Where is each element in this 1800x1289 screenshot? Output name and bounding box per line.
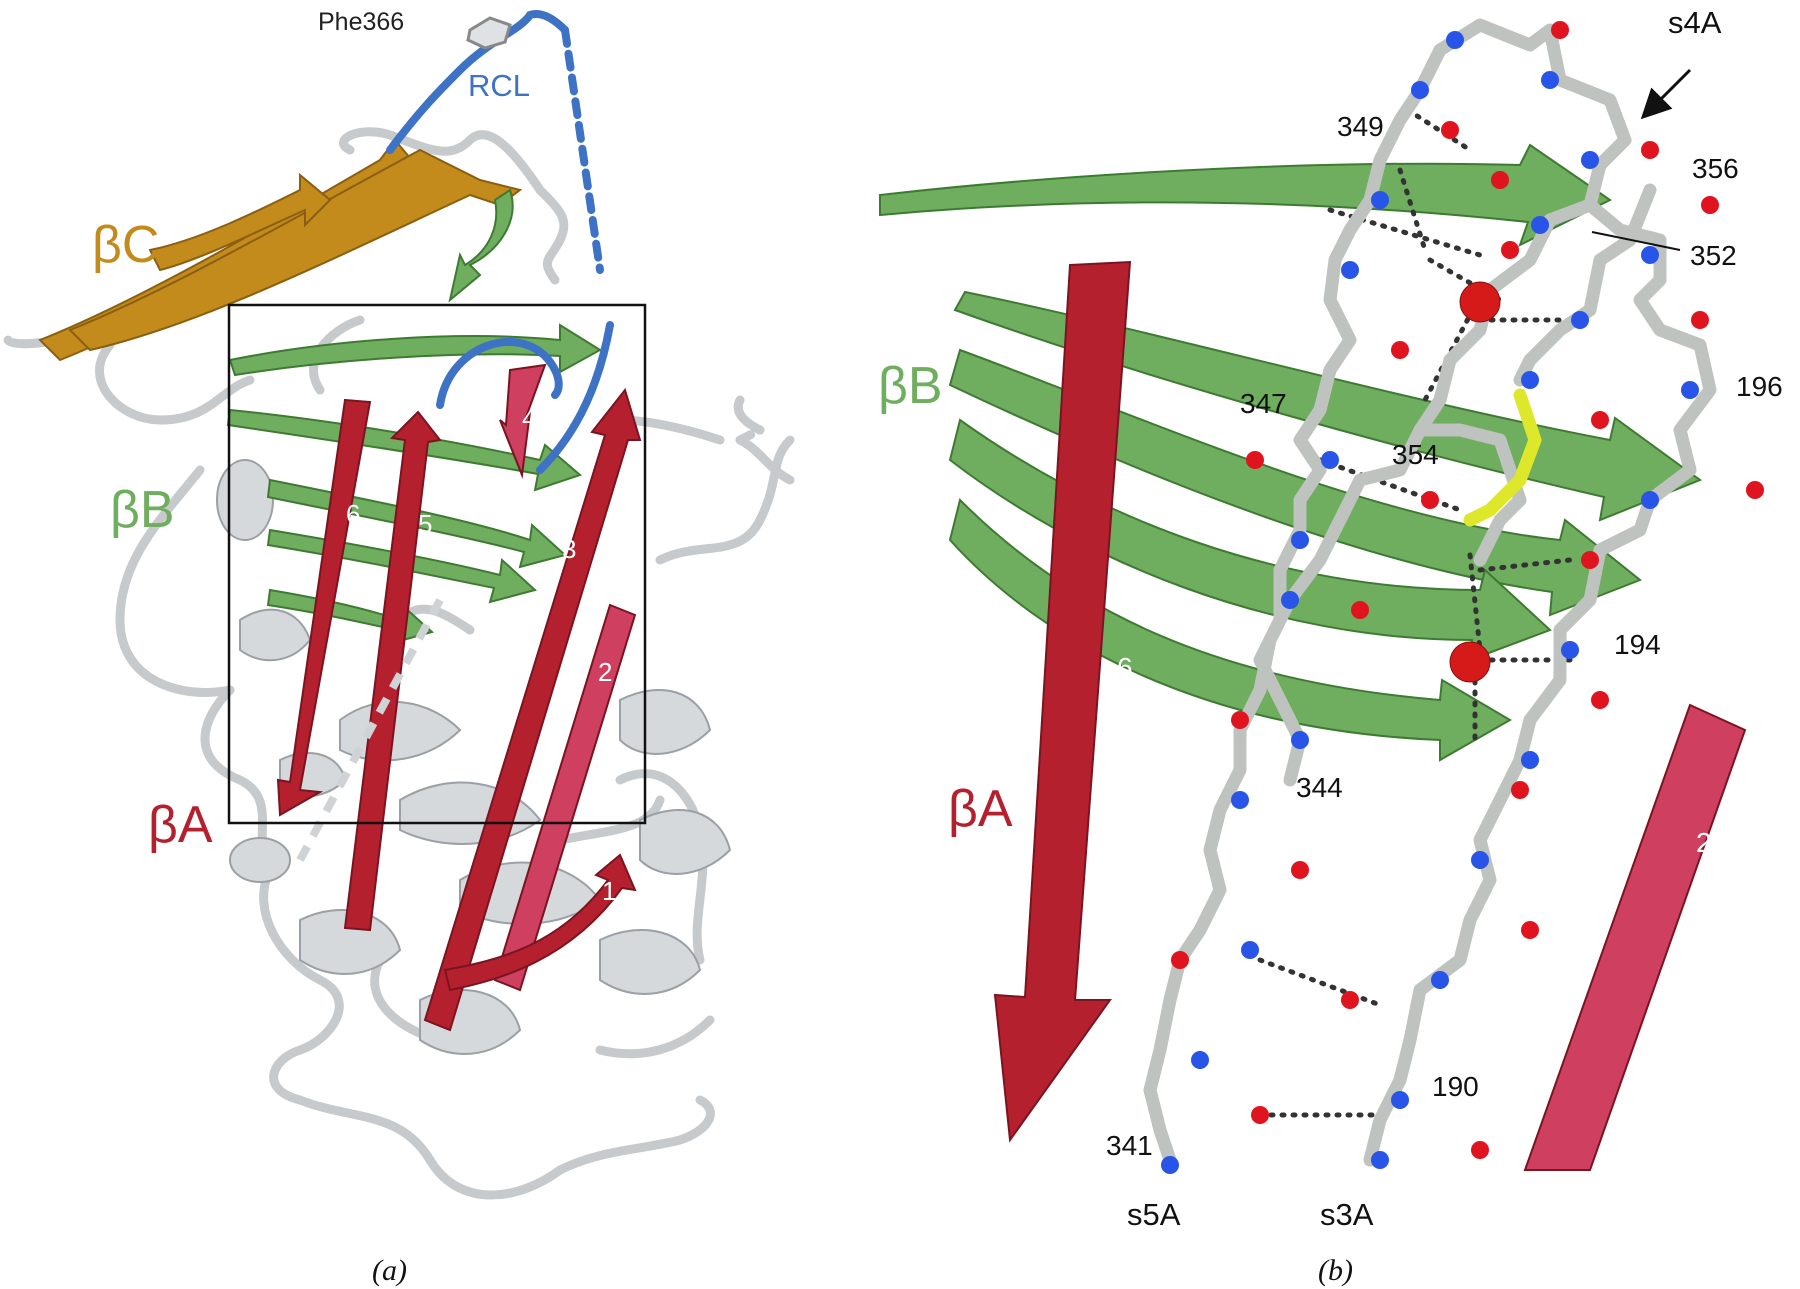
strand-2-zoom	[1523, 703, 1747, 1171]
caption-a: (a)	[372, 1254, 407, 1287]
zoom-box	[227, 303, 647, 825]
strand-6	[276, 398, 372, 817]
beta-a-sheet	[276, 363, 642, 1032]
panel-b: βB βA s4A s5A s3A 6 2 349 356 352 196 34…	[878, 5, 1783, 1287]
label-s4a: s4A	[1668, 5, 1722, 40]
label-s3a: s3A	[1320, 1197, 1374, 1232]
arrow-s4a	[1640, 68, 1692, 120]
label-phe366: Phe366	[318, 8, 404, 36]
nitrogen-atoms	[1161, 31, 1699, 1174]
beta-c-sheet	[38, 138, 523, 362]
strand-label-6: 6	[346, 499, 360, 529]
label-s5a: s5A	[1127, 1197, 1181, 1232]
strand-label-2-zoom: 2	[1696, 827, 1712, 858]
rcl-loop	[386, 10, 614, 474]
residue-196: 196	[1736, 371, 1783, 402]
oxygen-atoms	[1171, 21, 1764, 1159]
pointer-352	[1591, 231, 1681, 251]
strand-3	[423, 387, 642, 1032]
strand-6-dashed	[296, 598, 444, 862]
label-beta-c: βC	[92, 216, 159, 274]
residue-341: 341	[1106, 1130, 1153, 1161]
strand-4	[499, 363, 547, 479]
residue-190: 190	[1432, 1071, 1479, 1102]
panel-a: Phe366 RCL βC βB βA 6 5 4 3 2 1 (a)	[3, 8, 795, 1287]
strand-6-zoom	[993, 260, 1132, 1143]
residue-347: 347	[1240, 388, 1287, 419]
strand-label-5: 5	[418, 509, 432, 539]
water-molecules	[1449, 281, 1501, 683]
strand-1	[443, 853, 637, 992]
strand-label-4: 4	[522, 403, 536, 433]
phe366-sidechain	[466, 16, 512, 50]
strand-5	[343, 410, 442, 932]
strand-label-1: 1	[602, 876, 616, 906]
strand-label-2: 2	[598, 657, 612, 687]
residue-349: 349	[1337, 111, 1384, 142]
residue-352: 352	[1690, 240, 1737, 271]
residue-194: 194	[1614, 629, 1661, 660]
residue-354: 354	[1392, 439, 1439, 470]
strand-2	[493, 603, 637, 992]
sulfur-bond	[1463, 388, 1542, 527]
label-rcl: RCL	[468, 68, 530, 103]
strand-label-3: 3	[562, 534, 576, 564]
residue-356: 356	[1692, 153, 1739, 184]
label-beta-a-zoom: βA	[948, 780, 1013, 838]
beta-b-sheet-zoom	[879, 143, 1703, 762]
label-beta-a: βA	[148, 796, 213, 854]
label-beta-b: βB	[110, 481, 175, 539]
strand-label-6-zoom: 6	[1117, 652, 1133, 683]
residue-344: 344	[1296, 772, 1343, 803]
caption-b: (b)	[1318, 1254, 1353, 1287]
label-beta-b-zoom: βB	[878, 357, 943, 415]
